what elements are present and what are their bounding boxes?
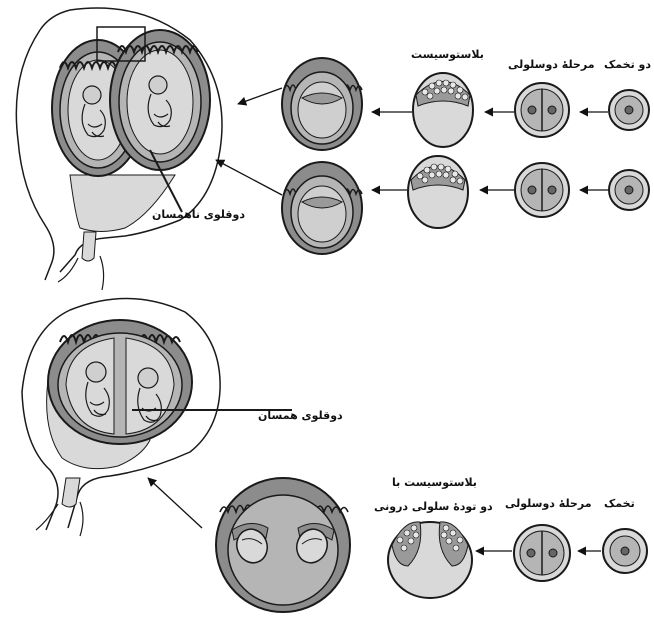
large-blastocyst-implanting — [216, 478, 350, 612]
label-two-cell-stage-bottom: مرحلهٔ دوسلولی — [505, 497, 592, 510]
bottom-two-cell — [514, 525, 570, 581]
label-two-cell-stage-top: مرحلهٔ دوسلولی — [508, 58, 595, 71]
label-two-eggs: دو تخمک — [604, 58, 651, 71]
row1-two-cell — [515, 83, 569, 137]
row2-blastocyst — [408, 156, 468, 228]
row2-blastocyst-implanting — [282, 162, 362, 254]
row1-blastocyst-implanting — [282, 58, 362, 150]
label-blastocyst-bottom-line1: بلاستوسیست با — [392, 476, 477, 489]
row1-blastocyst — [413, 73, 473, 147]
label-blastocyst-top: بلاستوسیست — [411, 48, 484, 61]
row2-egg — [609, 170, 649, 210]
label-fraternal-twins: دوقلوی ناهمسان — [152, 208, 245, 221]
label-one-egg: تخمک — [604, 497, 635, 510]
bottom-egg — [603, 529, 647, 573]
identical-sac — [48, 320, 192, 444]
row1-egg — [609, 90, 649, 130]
label-identical-twins: دوقلوی همسان — [258, 409, 343, 422]
fraternal-sac-right — [110, 30, 210, 170]
row2-two-cell — [515, 163, 569, 217]
blastocyst-two-inner-masses — [388, 522, 472, 598]
label-blastocyst-bottom-line2: دو تودهٔ سلولی درونی — [374, 500, 493, 513]
